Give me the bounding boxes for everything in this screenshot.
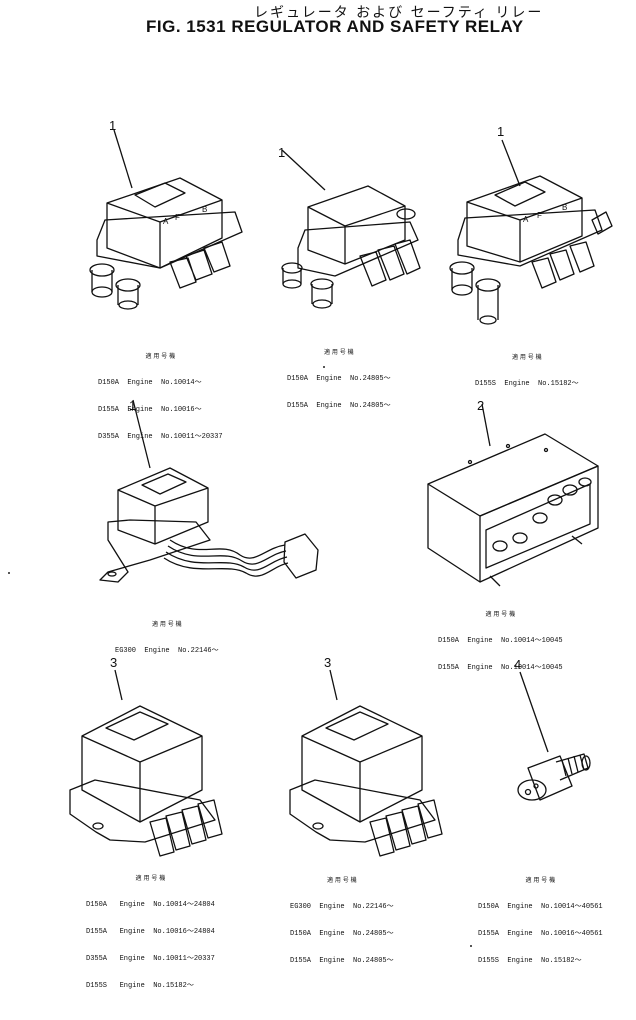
- item-number: 1: [278, 145, 286, 160]
- applicability-caption: 適 用 号 機 EG300 Engine No.22146～ D150A Eng…: [290, 858, 394, 975]
- caption-line: D355A Engine No.10011～20337: [98, 433, 223, 441]
- safety-relay-2-drawing: [427, 403, 599, 587]
- caption-line: D155S Engine No.15182～: [478, 957, 582, 965]
- applicability-caption: 適 用 号 機 D150A Engine No.10014～24804 D155…: [86, 856, 215, 1000]
- caption-heading: 適 用 号 機: [525, 877, 556, 884]
- item-number: 3: [110, 655, 118, 670]
- caption-heading: 適 用 号 機: [326, 877, 357, 884]
- title-japanese: レギュレータ および セーフティ リレー: [254, 5, 544, 21]
- item-number: 2: [477, 398, 485, 413]
- scan-speck: [8, 572, 10, 574]
- caption-line: D355A Engine No.10011～20337: [86, 955, 215, 963]
- applicability-caption: 適 用 号 機 D150A Engine No.10014～10045 D155…: [438, 592, 563, 682]
- label-b: B: [562, 203, 567, 212]
- item-number: 1: [129, 398, 137, 413]
- regulator-1c-drawing: A F B: [449, 139, 613, 325]
- caption-line: D155A Engine No.10016～24804: [86, 928, 215, 936]
- label-f: F: [537, 211, 542, 220]
- caption-line: EG300 Engine No.22146～: [115, 647, 219, 655]
- scan-speck: [323, 366, 325, 368]
- caption-line: D150A Engine No.10014～40561: [478, 903, 603, 911]
- caption-line: D150A Engine No.10014～: [98, 379, 202, 387]
- scan-speck: [470, 945, 472, 947]
- label-a: A: [163, 217, 169, 226]
- applicability-caption: 適 用 号 機 D150A Engine No.10014～ D155A Eng…: [98, 334, 223, 451]
- label-a: A: [523, 215, 529, 224]
- caption-heading: 適 用 号 機: [145, 353, 176, 360]
- regulator-1a-drawing: A F B: [89, 129, 243, 310]
- label-f: F: [175, 213, 180, 222]
- figure-title: FIG. 1531 REGULATOR AND SAFETY RELAY: [146, 17, 524, 36]
- caption-heading: 適 用 号 機: [485, 611, 516, 618]
- caption-heading: 適 用 号 機: [323, 349, 354, 356]
- caption-heading: 適 用 号 機: [511, 354, 542, 361]
- item-number: 3: [324, 655, 332, 670]
- regulator-3a-drawing: [69, 669, 223, 857]
- regulator-3b-drawing: [289, 669, 443, 857]
- regulator-1b-drawing: [281, 149, 421, 309]
- caption-line: D155A Engine No.10016～40561: [478, 930, 603, 938]
- caption-heading: 適 用 号 機: [151, 621, 182, 628]
- item-number: 1: [497, 124, 505, 139]
- caption-line: D150A Engine No.10014～10045: [438, 637, 563, 645]
- regulator-1d-drawing: [99, 399, 319, 583]
- item-number: 4: [514, 657, 522, 672]
- caption-line: D150A Engine No.10014～24804: [86, 901, 215, 909]
- caption-line: D155A Engine No.10016～: [98, 406, 202, 414]
- caption-line: D155A Engine No.24805～: [287, 402, 391, 410]
- caption-line: D155A Engine No.24805～: [290, 957, 394, 965]
- caption-line: D155A Engine No.10014～10045: [438, 664, 563, 672]
- caption-line: D155S Engine No.15182～: [86, 982, 194, 990]
- item-number: 1: [109, 118, 117, 133]
- caption-line: EG300 Engine No.22146～: [290, 903, 394, 911]
- label-b: B: [202, 205, 207, 214]
- applicability-caption: 適 用 号 機 D155S Engine No.15182～: [475, 335, 579, 398]
- caption-line: D155S Engine No.15182～: [475, 380, 579, 388]
- caption-heading: 適 用 号 機: [135, 875, 166, 882]
- applicability-caption: 適 用 号 機 EG300 Engine No.22146～: [115, 602, 219, 665]
- applicability-caption: 適 用 号 機 D150A Engine No.10014～40561 D155…: [478, 858, 603, 975]
- caption-line: D150A Engine No.24805～: [290, 930, 394, 938]
- safety-switch-4-drawing: [517, 671, 591, 801]
- applicability-caption: 適 用 号 機 D150A Engine No.24805～ D155A Eng…: [287, 330, 391, 420]
- caption-line: D150A Engine No.24805～: [287, 375, 391, 383]
